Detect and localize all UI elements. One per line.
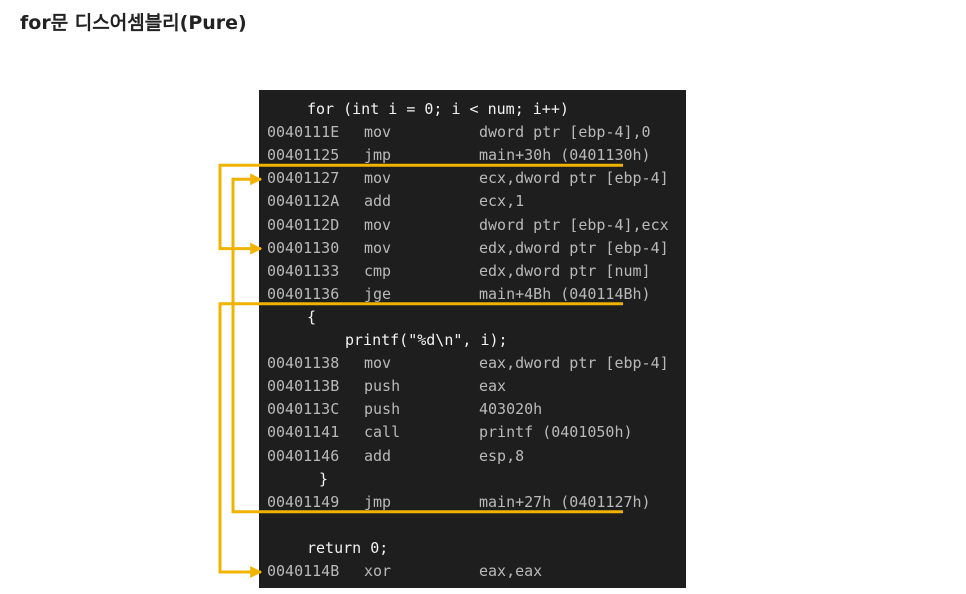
page-title: for문 디스어셈블리(Pure)	[20, 12, 247, 34]
asm-operands: eax	[479, 377, 507, 396]
source-line: printf("%d\n", i);	[259, 329, 686, 352]
asm-line: 0040112A add ecx,1	[259, 190, 686, 213]
asm-address: 00401127	[267, 169, 340, 188]
asm-address: 00401125	[267, 146, 340, 165]
asm-mnemonic: add	[364, 192, 392, 211]
disassembly-panel: for (int i = 0; i < num; i++) 0040111E mov…	[259, 90, 686, 588]
asm-mnemonic: mov	[364, 215, 392, 234]
asm-mnemonic: add	[364, 446, 392, 465]
asm-line: 00401127 mov ecx,dword ptr [ebp-4]	[259, 167, 686, 190]
asm-operands: 403020h	[479, 400, 543, 419]
asm-operands: edx,dword ptr [num]	[479, 261, 651, 280]
asm-address: 0040113B	[267, 377, 340, 396]
asm-mnemonic: jge	[364, 284, 392, 303]
asm-address: 0040111E	[267, 123, 340, 142]
asm-operands: edx,dword ptr [ebp-4]	[479, 238, 669, 257]
asm-address: 00401149	[267, 492, 340, 511]
source-code: }	[319, 469, 329, 488]
asm-address: 00401138	[267, 354, 340, 373]
asm-operands: eax,eax	[479, 562, 543, 580]
asm-address: 00401130	[267, 238, 340, 257]
asm-address: 0040113C	[267, 400, 340, 419]
source-code: return 0;	[307, 538, 389, 557]
asm-operands: main+30h (0401130h)	[479, 146, 651, 165]
asm-line: 00401149 jmp main+27h (0401127h)	[259, 491, 686, 514]
asm-operands: ecx,dword ptr [ebp-4]	[479, 169, 669, 188]
asm-mnemonic: mov	[364, 123, 392, 142]
asm-address: 0040112D	[267, 215, 340, 234]
asm-operands: dword ptr [ebp-4],0	[479, 123, 651, 142]
source-code: {	[307, 307, 317, 326]
asm-operands: main+4Bh (040114Bh)	[479, 284, 651, 303]
source-line: {	[259, 306, 686, 329]
asm-operands: ecx,1	[479, 192, 525, 211]
blank-line	[259, 514, 686, 537]
asm-mnemonic: mov	[364, 169, 392, 188]
asm-operands: esp,8	[479, 446, 525, 465]
asm-mnemonic: jmp	[364, 492, 392, 511]
asm-mnemonic: push	[364, 377, 401, 396]
asm-mnemonic: cmp	[364, 261, 392, 280]
asm-address: 00401136	[267, 284, 340, 303]
asm-line: 00401125 jmp main+30h (0401130h)	[259, 144, 686, 167]
asm-line: 00401130 mov edx,dword ptr [ebp-4]	[259, 237, 686, 260]
asm-mnemonic: xor	[364, 562, 392, 580]
asm-operands: main+27h (0401127h)	[479, 492, 651, 511]
asm-line: 0040112D mov dword ptr [ebp-4],ecx	[259, 214, 686, 237]
asm-mnemonic: call	[364, 423, 401, 442]
asm-mnemonic: jmp	[364, 146, 392, 165]
asm-line: 00401133 cmp edx,dword ptr [num]	[259, 260, 686, 283]
asm-address: 0040112A	[267, 192, 340, 211]
asm-operands: eax,dword ptr [ebp-4]	[479, 354, 669, 373]
asm-address: 00401133	[267, 261, 340, 280]
asm-line: 00401141 call printf (0401050h)	[259, 421, 686, 444]
source-code: for (int i = 0; i < num; i++)	[307, 100, 569, 118]
source-code: printf("%d\n", i);	[345, 331, 508, 349]
asm-line: 0040114B xor eax,eax	[259, 560, 686, 583]
asm-address: 0040114B	[267, 562, 340, 580]
source-line: return 0;	[259, 537, 686, 560]
asm-line: 00401138 mov eax,dword ptr [ebp-4]	[259, 352, 686, 375]
asm-operands: dword ptr [ebp-4],ecx	[479, 215, 669, 234]
asm-mnemonic: push	[364, 400, 401, 419]
asm-line: 0040113B push eax	[259, 375, 686, 398]
asm-address: 00401141	[267, 423, 340, 442]
asm-line: 00401146 add esp,8	[259, 445, 686, 468]
asm-operands: printf (0401050h)	[479, 423, 633, 442]
source-line: for (int i = 0; i < num; i++)	[259, 98, 686, 121]
asm-mnemonic: mov	[364, 354, 392, 373]
asm-line: 0040111E mov dword ptr [ebp-4],0	[259, 121, 686, 144]
asm-line: 00401136 jge main+4Bh (040114Bh)	[259, 283, 686, 306]
asm-address: 00401146	[267, 446, 340, 465]
source-line: }	[259, 468, 686, 491]
asm-line: 0040113C push 403020h	[259, 398, 686, 421]
asm-mnemonic: mov	[364, 238, 392, 257]
